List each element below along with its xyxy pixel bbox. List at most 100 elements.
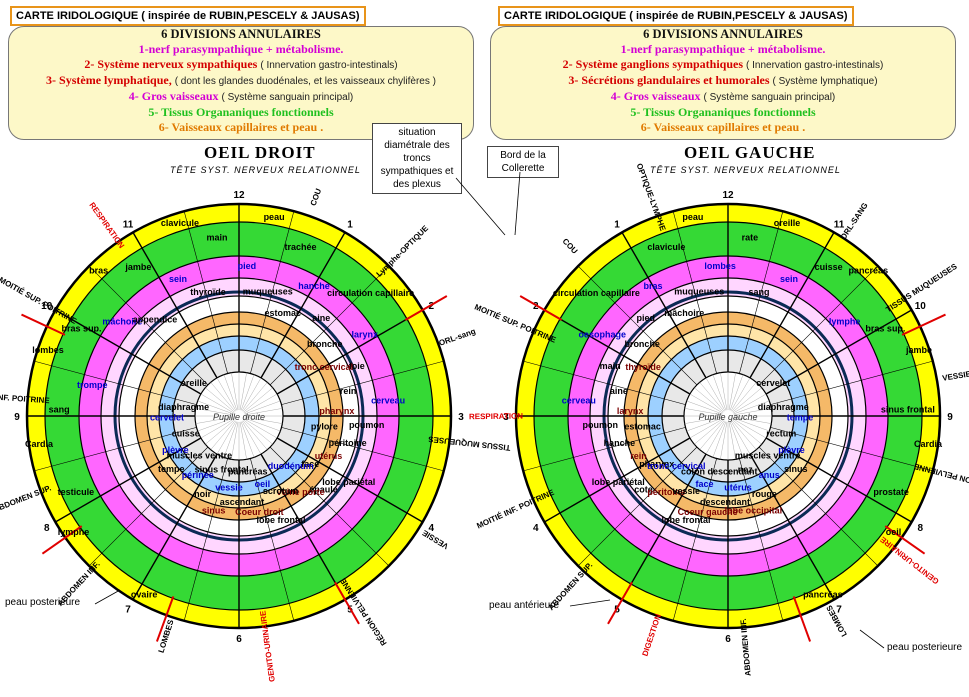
organ-label: oeil (886, 527, 902, 537)
outer-region-label: DIGESTION (640, 613, 663, 658)
division-2: 2- Système nerveux sympathiques ( Innerv… (84, 57, 398, 71)
pupil-hatch (242, 382, 268, 412)
pupil-hatch (732, 419, 762, 445)
pupil-hatch (699, 420, 725, 450)
left-eye: 123456789101112COULymphe-OPTIQUEORL-sang… (0, 187, 511, 682)
pupil-hatch (244, 417, 281, 432)
pupil-hatch (720, 372, 728, 411)
pupil-hatch (733, 417, 770, 432)
sector-line (544, 309, 691, 395)
clock-number: 3 (503, 412, 509, 423)
organ-label: rein (340, 386, 357, 396)
organ-label: larynx (352, 329, 379, 339)
pupil-hatch (210, 382, 236, 412)
sector-line (739, 458, 784, 621)
organ-label: circulation capillaire (553, 288, 640, 298)
organ-label: lobe occipital (725, 506, 783, 516)
pupil-hatch (195, 416, 234, 424)
pupil-hatch (205, 419, 235, 445)
pupil-hatch (197, 400, 234, 415)
outer-region-label: RESPIRATION (87, 201, 126, 250)
organ-label: scrotum (263, 486, 299, 496)
clock-number: 7 (125, 604, 131, 615)
sector-line (183, 211, 228, 374)
pupil-hatch (240, 421, 255, 458)
pupil-hatch (197, 417, 234, 432)
clock-number: 4 (533, 523, 539, 534)
pupil-hatch (689, 393, 723, 414)
region-marker (519, 295, 563, 321)
organ-label: poumon (583, 420, 619, 430)
organ-label: bras (89, 266, 108, 276)
organ-label: nez (738, 464, 754, 474)
pupil-label: Pupille droite (213, 412, 265, 422)
organ-label: épaule (309, 484, 338, 494)
organ-label: hanche (298, 281, 330, 291)
pupil-hatch (686, 400, 723, 415)
organ-label: pharynx (319, 406, 354, 416)
chart-title-right: CARTE IRIDOLOGIQUE ( inspirée de RUBIN,P… (498, 6, 854, 26)
organ-label: cervelet (150, 412, 184, 422)
pupil-hatch (239, 421, 247, 460)
organ-label: cuisse (815, 262, 843, 272)
organ-label: tronc cervical (647, 461, 706, 471)
collerette-pointer (514, 171, 521, 236)
organ-label: clavicule (161, 218, 199, 228)
organ-label: ascendant (220, 497, 265, 507)
pupil-hatch (730, 377, 751, 411)
pupil-hatch (244, 418, 278, 439)
clock-number: 4 (428, 523, 434, 534)
organ-label: péritoine (329, 438, 367, 448)
organ-label: vessie (215, 482, 243, 492)
organ-label: pied (636, 313, 655, 323)
division-4: 4- Gros vaisseaux ( Système sanguain pri… (128, 89, 354, 103)
clock-number: 9 (947, 412, 953, 423)
pupil-hatch (733, 393, 767, 414)
region-marker (155, 596, 175, 642)
pupil-hatch (244, 400, 281, 415)
sector-line (269, 265, 390, 386)
organ-label: poumon (349, 420, 385, 430)
pupil-hatch (730, 421, 751, 455)
division-1: 1-nerf parasympathique + métabolisme. (138, 42, 344, 56)
region-marker (792, 596, 812, 642)
clock-number: 6 (725, 634, 731, 645)
organ-label: diaphragme (158, 402, 209, 412)
sector-line (276, 437, 423, 523)
sector-line (250, 211, 295, 374)
organ-label: muscles ventre (167, 451, 233, 461)
outer-region-label: COU (561, 237, 580, 256)
sector-line (765, 309, 912, 395)
chart-title-left: CARTE IRIDOLOGIQUE ( inspirée de RUBIN,P… (10, 6, 366, 26)
pupil-hatch (200, 418, 234, 439)
divisions-heading: 6 DIVISIONS ANNULAIRES (643, 27, 803, 41)
organ-label: circulation capillaire (327, 288, 414, 298)
clock-number: 2 (428, 301, 434, 312)
pupil-hatch (733, 400, 770, 415)
organ-label: péritoine (647, 487, 685, 497)
organ-label: colon descendant (681, 466, 758, 476)
clock-number: 10 (41, 301, 53, 312)
situation-note: situation diamétrale des troncs sympathi… (372, 123, 462, 194)
region-marker (901, 313, 946, 336)
sector-line (739, 211, 784, 374)
sector-line (260, 232, 346, 379)
pupil-hatch (689, 418, 723, 439)
organ-label: mâchoire (664, 308, 704, 318)
clock-number: 10 (915, 301, 927, 312)
organ-label: jambe (905, 345, 932, 355)
organ-label: lombes (32, 345, 64, 355)
sector-line (765, 437, 912, 523)
pupil-hatch (731, 420, 757, 450)
sector-line (672, 458, 717, 621)
outer-region-label: ABDOMEN INF. (56, 560, 102, 608)
division-5: 5- Tissus Organaniques fonctionnels (148, 105, 334, 119)
sector-line (88, 446, 209, 567)
outer-region-label: Lymphe-OPTIQUE (375, 223, 431, 278)
organ-label: Coeur gauche (678, 507, 738, 517)
pupil-hatch (241, 377, 262, 411)
organ-label: bras sup. (62, 324, 102, 334)
organ-label: pancréas (849, 266, 889, 276)
organ-label: estomac (624, 421, 661, 431)
